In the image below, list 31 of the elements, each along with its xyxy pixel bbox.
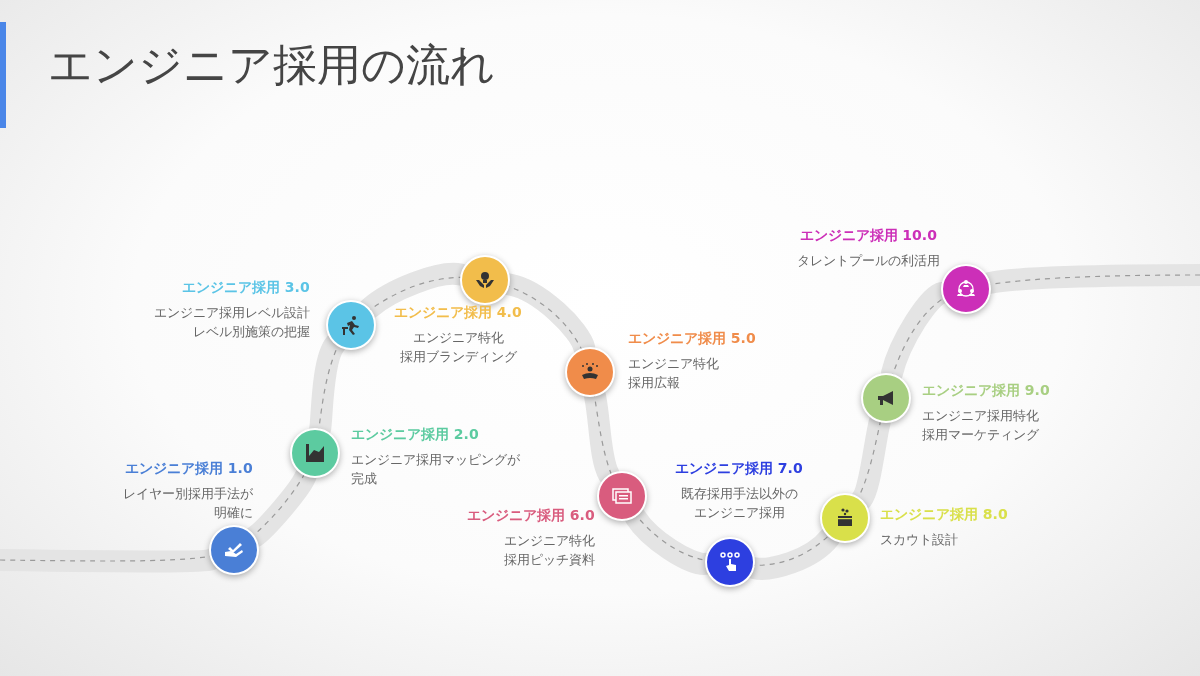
milestone-description: エンジニア採用特化採用マーケティング: [922, 407, 1039, 444]
milestone-circle: [941, 264, 991, 314]
milestone-circle: [326, 300, 376, 350]
milestone-heading: エンジニア採用 8.0: [880, 506, 1008, 524]
milestone-circle: [861, 373, 911, 423]
milestone-circle: [209, 525, 259, 575]
milestone-heading: エンジニア採用 1.0: [125, 460, 253, 478]
milestone-heading: エンジニア採用 4.0: [394, 304, 522, 322]
milestone-description: エンジニア特化採用ブランディング: [399, 329, 517, 366]
milestone-description: レイヤー別採用手法が明確に: [123, 485, 253, 522]
milestone-description: 既存採用手法以外のエンジニア採用: [680, 485, 798, 522]
milestone-circle: [705, 537, 755, 587]
milestone-description: タレントプールの利活用: [796, 252, 940, 270]
milestone-circle: [820, 493, 870, 543]
milestone-heading: エンジニア採用 7.0: [675, 460, 803, 478]
milestone-description: エンジニア特化採用広報: [628, 355, 719, 392]
milestone-heading: エンジニア採用 6.0: [467, 507, 595, 525]
milestone-heading: エンジニア採用 9.0: [922, 382, 1050, 400]
milestone-circle: [290, 428, 340, 478]
title: エンジニア採用の流れ: [48, 38, 495, 92]
milestone-circle: [597, 471, 647, 521]
milestone-heading: エンジニア採用 5.0: [628, 330, 756, 348]
milestone-circle: [565, 347, 615, 397]
milestone-description: エンジニア採用レベル設計レベル別施策の把握: [154, 304, 310, 341]
milestone-circle: [460, 255, 510, 305]
milestone-description: エンジニア特化採用ピッチ資料: [504, 532, 595, 569]
milestone-description: エンジニア採用マッピングが完成: [351, 451, 520, 488]
milestone-heading: エンジニア採用 3.0: [182, 279, 310, 297]
milestone-heading: エンジニア採用 2.0: [351, 426, 479, 444]
milestone-description: スカウト設計: [880, 531, 958, 549]
milestone-heading: エンジニア採用 10.0: [799, 227, 937, 245]
